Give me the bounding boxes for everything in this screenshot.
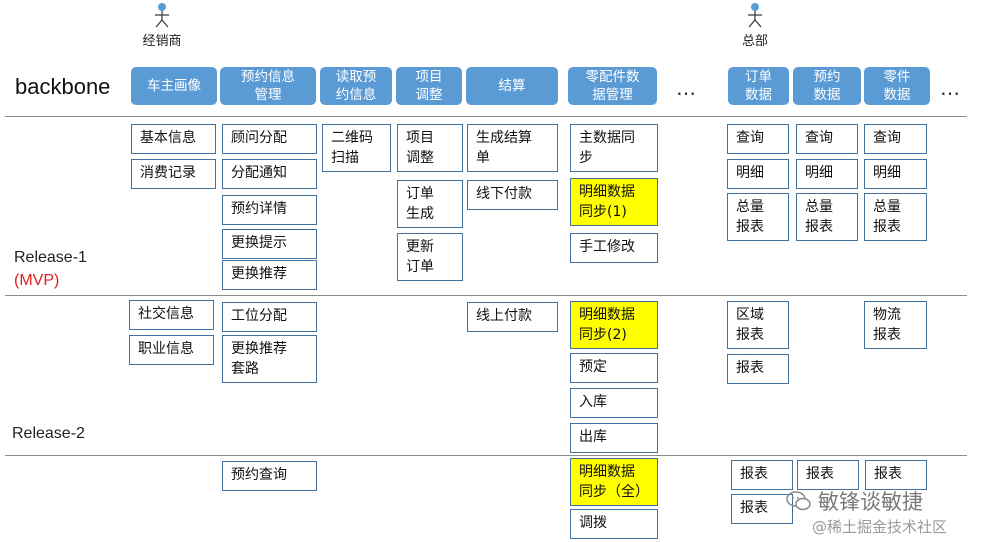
backbone-item: 预约信息 管理 bbox=[220, 67, 316, 105]
story-card: 物流 报表 bbox=[864, 301, 927, 349]
story-card: 查询 bbox=[864, 124, 927, 154]
story-card: 订单 生成 bbox=[397, 180, 463, 228]
story-card: 分配通知 bbox=[222, 159, 317, 189]
backbone-item: 零配件数 据管理 bbox=[568, 67, 657, 105]
release-2-label: Release-2 bbox=[12, 425, 85, 442]
story-card: 工位分配 bbox=[222, 302, 317, 332]
backbone-item: 结算 bbox=[466, 67, 558, 105]
watermark: 敏锋谈敏捷 bbox=[786, 486, 923, 516]
watermark-text: 敏锋谈敏捷 bbox=[818, 490, 923, 514]
backbone-item-text: 车主画像 bbox=[147, 78, 201, 94]
story-card: 明细 bbox=[727, 159, 789, 189]
story-card: 基本信息 bbox=[131, 124, 216, 154]
story-card: 消费记录 bbox=[131, 159, 216, 189]
story-card: 预约查询 bbox=[222, 461, 317, 491]
divider bbox=[5, 455, 967, 456]
story-card: 明细 bbox=[796, 159, 858, 189]
actor-label: 总部 bbox=[741, 34, 768, 49]
backbone-item-text: 结算 bbox=[498, 78, 526, 94]
backbone-item-text: 订单 数据 bbox=[745, 69, 772, 103]
story-card-highlighted: 明细数据 同步(2) bbox=[570, 301, 658, 349]
story-card: 预约详情 bbox=[222, 195, 317, 225]
backbone-item: 车主画像 bbox=[131, 67, 217, 105]
story-card: 预定 bbox=[570, 353, 658, 383]
story-card: 报表 bbox=[731, 460, 793, 490]
story-card: 入库 bbox=[570, 388, 658, 418]
backbone-item: 订单 数据 bbox=[728, 67, 789, 105]
backbone-item: 预约 数据 bbox=[793, 67, 861, 105]
story-card: 职业信息 bbox=[129, 335, 214, 365]
story-card-highlighted: 明细数据 同步(1) bbox=[570, 178, 658, 226]
backbone-item-text: 读取预 约信息 bbox=[335, 69, 377, 103]
story-card: 报表 bbox=[797, 460, 859, 490]
release-1-mvp-label: (MVP) bbox=[14, 272, 60, 289]
actor-label: 经销商 bbox=[142, 34, 182, 49]
person-icon bbox=[748, 3, 762, 28]
backbone-item: 读取预 约信息 bbox=[320, 67, 392, 105]
divider bbox=[5, 116, 967, 117]
story-card: 线下付款 bbox=[467, 180, 558, 210]
story-card: 社交信息 bbox=[129, 300, 214, 330]
story-card: 手工修改 bbox=[570, 233, 658, 263]
ellipsis: … bbox=[940, 76, 961, 100]
story-card: 更换推荐 套路 bbox=[222, 335, 317, 383]
story-card: 报表 bbox=[731, 494, 793, 524]
story-card: 查询 bbox=[796, 124, 858, 154]
actor-dealer: 经销商 bbox=[132, 2, 192, 49]
story-card: 区域 报表 bbox=[727, 301, 789, 349]
backbone-item-text: 零件 数据 bbox=[883, 69, 911, 103]
story-card: 明细 bbox=[864, 159, 927, 189]
wechat-icon bbox=[786, 491, 811, 511]
actor-hq: 总部 bbox=[725, 2, 785, 49]
story-card: 查询 bbox=[727, 124, 789, 154]
ellipsis: … bbox=[676, 76, 697, 100]
story-card: 调拨 bbox=[570, 509, 658, 539]
divider bbox=[5, 295, 967, 296]
story-card: 顾问分配 bbox=[222, 124, 317, 154]
story-card: 总量 报表 bbox=[864, 193, 927, 241]
backbone-item-text: 零配件数 据管理 bbox=[585, 69, 640, 103]
story-card: 出库 bbox=[570, 423, 658, 453]
release-1-label: Release-1 bbox=[14, 249, 87, 266]
backbone-item: 项目 调整 bbox=[396, 67, 462, 105]
story-card: 报表 bbox=[727, 354, 789, 384]
story-card: 总量 报表 bbox=[727, 193, 789, 241]
story-card: 更新 订单 bbox=[397, 233, 463, 281]
story-card: 二维码 扫描 bbox=[322, 124, 391, 172]
story-card: 项目 调整 bbox=[397, 124, 463, 172]
story-card: 线上付款 bbox=[467, 302, 558, 332]
backbone-item-text: 预约 数据 bbox=[813, 69, 841, 103]
story-card: 总量 报表 bbox=[796, 193, 858, 241]
person-icon bbox=[155, 3, 169, 28]
backbone-item: 零件 数据 bbox=[864, 67, 930, 105]
story-card: 生成结算 单 bbox=[467, 124, 558, 172]
backbone-item-text: 项目 调整 bbox=[415, 69, 443, 103]
story-card-highlighted: 明细数据 同步（全） bbox=[570, 458, 658, 506]
story-card: 主数据同 步 bbox=[570, 124, 658, 172]
backbone-label: backbone bbox=[15, 74, 111, 99]
watermark-sub: @稀土掘金技术社区 bbox=[812, 518, 948, 536]
story-card: 更换提示 bbox=[222, 229, 317, 259]
story-card: 报表 bbox=[865, 460, 927, 490]
story-card: 更换推荐 bbox=[222, 260, 317, 290]
backbone-item-text: 预约信息 管理 bbox=[241, 69, 295, 103]
